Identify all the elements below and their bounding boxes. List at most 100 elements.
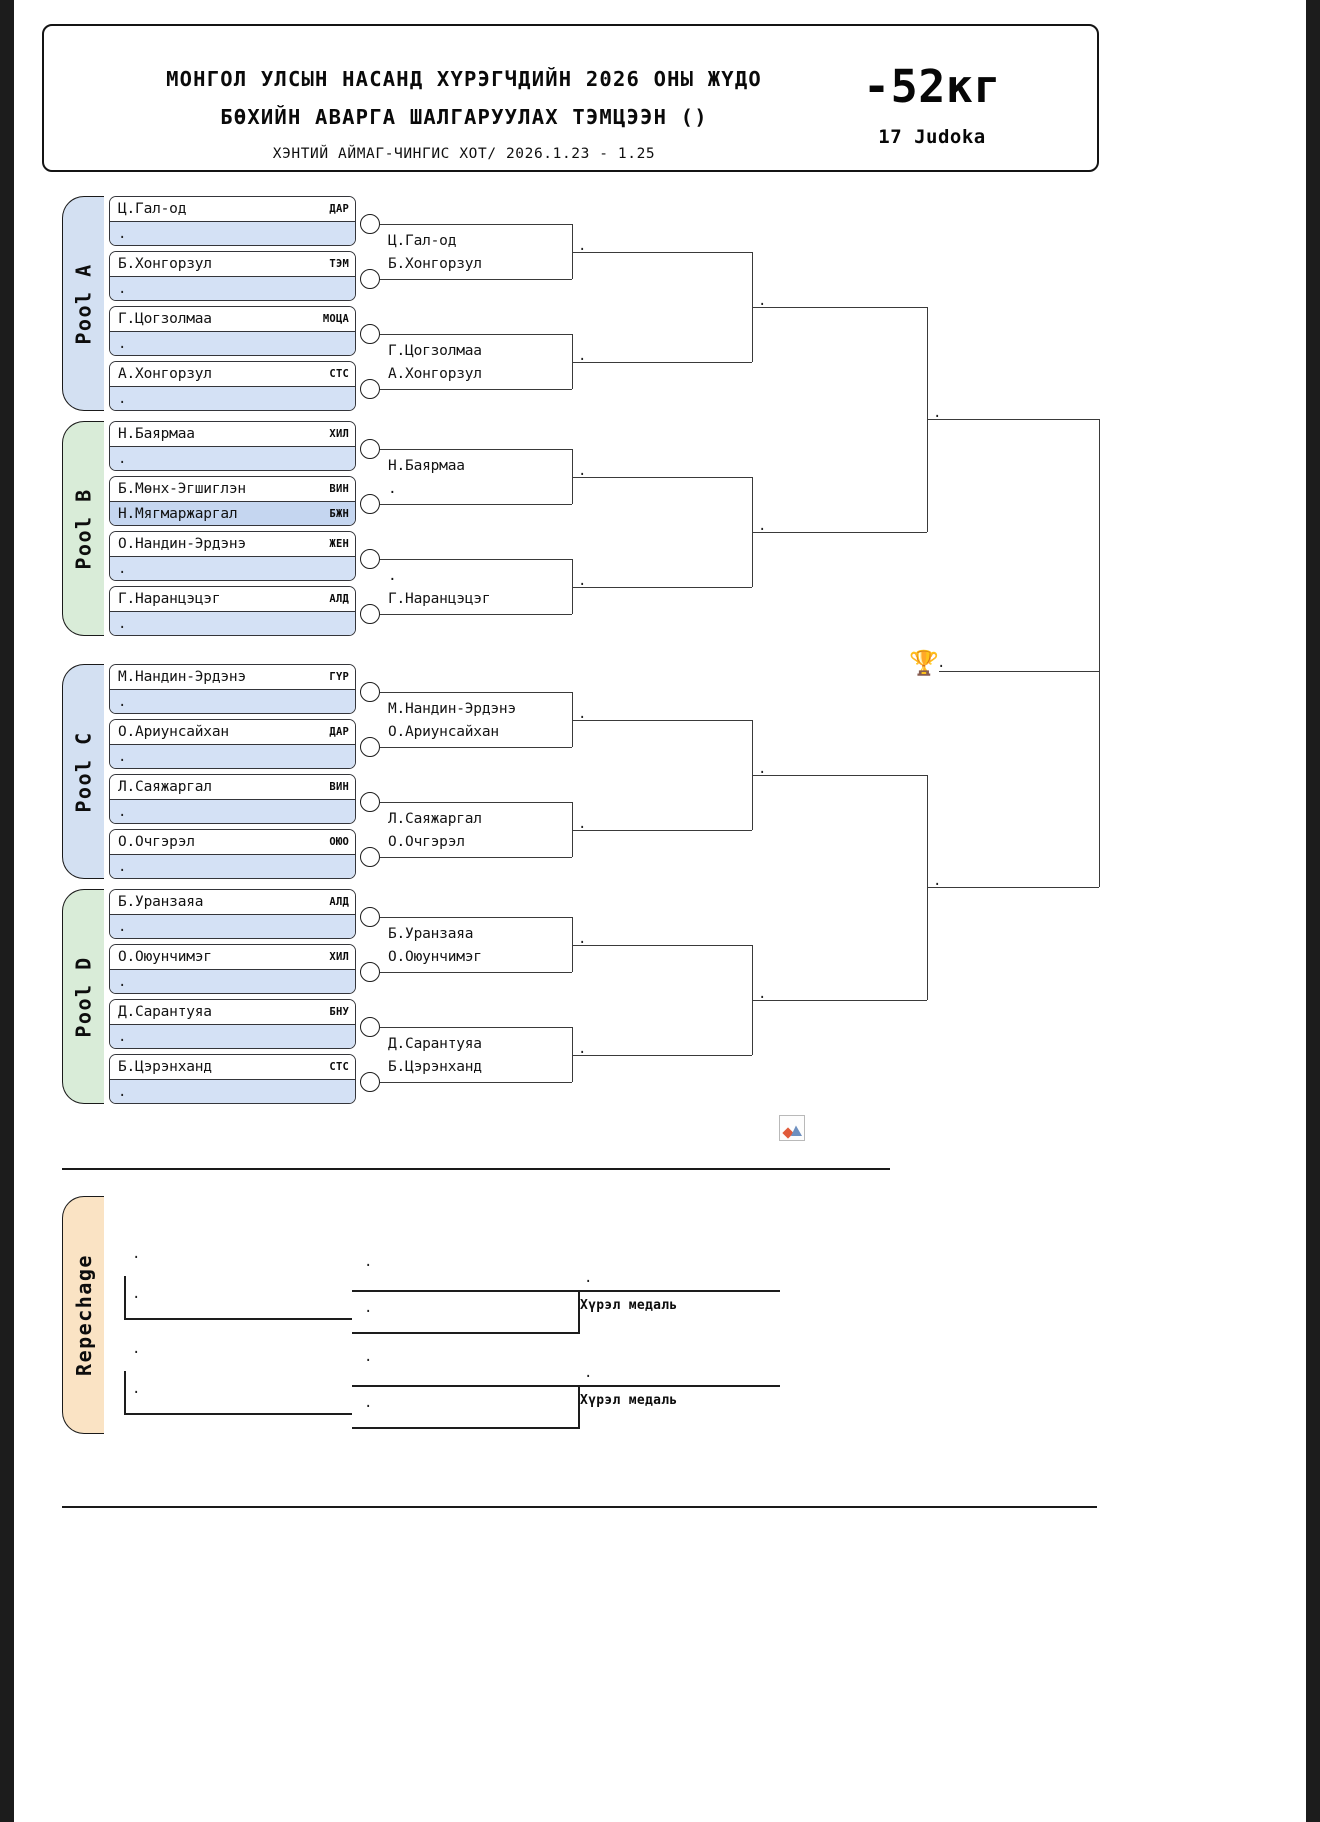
athlete-club-code: МОЦА <box>322 313 349 325</box>
score-placeholder: . <box>118 748 127 765</box>
final-result-top: . <box>933 405 942 421</box>
match-node[interactable] <box>360 907 380 927</box>
score-placeholder: . <box>118 335 127 352</box>
semifinal-result: . <box>758 517 767 534</box>
repechage-tab: Repechage <box>62 1196 104 1434</box>
score-placeholder: . <box>118 973 127 990</box>
tournament-title-line1: МОНГОЛ УЛСЫН НАСАНД ХҮРЭГЧДИЙН 2026 ОНЫ … <box>166 67 762 91</box>
semifinal-result: . <box>758 760 767 777</box>
score-placeholder: . <box>118 615 127 632</box>
match-node[interactable] <box>360 379 380 399</box>
pool-label: Pool D <box>71 955 96 1038</box>
score-placeholder: . <box>118 225 127 242</box>
round3-result: . <box>578 462 587 479</box>
match-node[interactable] <box>360 1017 380 1037</box>
athlete-secondary-row: . <box>110 1025 355 1048</box>
athlete-club-code: СТС <box>329 368 349 380</box>
round3-result: . <box>578 347 587 364</box>
match-node[interactable] <box>360 549 380 569</box>
round3-result: . <box>578 572 587 589</box>
round2-winner-bottom: О.Оюунчимэг <box>388 949 482 965</box>
match-node[interactable] <box>360 324 380 344</box>
athlete-club-code: БНУ <box>329 1006 349 1018</box>
repechage-box-mid[interactable] <box>352 1290 580 1334</box>
round2-winner-top: Н.Баярмаа <box>388 458 465 474</box>
bracket-line-h <box>572 944 752 946</box>
bracket-line-h <box>572 586 752 588</box>
round3-result: . <box>578 815 587 832</box>
semifinal-result: . <box>758 292 767 309</box>
bracket-line-h <box>380 972 572 973</box>
repechage-entry: . <box>364 1395 373 1411</box>
bracket-line-h <box>572 719 752 721</box>
match-node[interactable] <box>360 847 380 867</box>
athlete-club-code: ВИН <box>329 781 349 793</box>
round2-winner-top: М.Нандин-Эрдэнэ <box>388 701 516 717</box>
athlete-secondary-row: . <box>110 915 355 938</box>
repechage-entry: . <box>132 1286 141 1302</box>
repechage-entry: . <box>364 1254 373 1270</box>
athlete-name: А.Хонгорзул <box>118 366 212 382</box>
repechage-box-mid[interactable] <box>352 1385 580 1429</box>
round2-winner-bottom: О.Очгэрэл <box>388 834 465 850</box>
athlete-secondary-row: . <box>110 557 355 580</box>
bracket-line-h <box>572 251 752 253</box>
tournament-title-line2: БӨХИЙН АВАРГА ШАЛГАРУУЛАХ ТЭМЦЭЭН () <box>220 105 708 129</box>
athlete-name: Б.Цэрэнханд <box>118 1059 212 1075</box>
athlete-secondary-row: . <box>110 970 355 993</box>
athlete-secondary-row: . <box>110 447 355 470</box>
pool-label: Pool B <box>71 487 96 570</box>
bracket-line-h <box>380 1027 572 1028</box>
round2-winner-top: Ц.Гал-од <box>388 233 457 249</box>
round2-winner-bottom: О.Ариунсайхан <box>388 724 499 740</box>
match-node[interactable] <box>360 962 380 982</box>
bracket-line-h <box>752 774 927 776</box>
athlete-club-code: ДАР <box>329 726 349 738</box>
athlete-club-code: ТЭМ <box>329 258 349 270</box>
match-node[interactable] <box>360 214 380 234</box>
match-node[interactable] <box>360 682 380 702</box>
score-placeholder: . <box>118 1028 127 1045</box>
bracket-line-h <box>380 1082 572 1083</box>
match-node[interactable] <box>360 269 380 289</box>
round2-winner-bottom: А.Хонгорзул <box>388 366 482 382</box>
athlete-slot[interactable]: А.Хонгорзул СТС. <box>109 361 356 411</box>
pool-tab-pool-a: Pool A <box>62 196 104 411</box>
match-node[interactable] <box>360 604 380 624</box>
match-node[interactable] <box>360 1072 380 1092</box>
match-node[interactable] <box>360 792 380 812</box>
match-node[interactable] <box>360 439 380 459</box>
athlete-secondary-row: . <box>110 690 355 713</box>
match-node[interactable] <box>360 737 380 757</box>
bracket-line-h <box>572 361 752 363</box>
repechage-box-left[interactable] <box>124 1371 352 1415</box>
score-placeholder: . <box>118 918 127 935</box>
bracket-line-h <box>380 917 572 918</box>
athlete-name: О.Очгэрэл <box>118 834 195 850</box>
athlete-name: Б.Уранзаяа <box>118 894 204 910</box>
athlete-club-code: ХИЛ <box>329 428 349 440</box>
athlete-secondary-row: . <box>110 387 355 410</box>
repechage-box-left[interactable] <box>124 1276 352 1320</box>
match-node[interactable] <box>360 494 380 514</box>
athlete-club-code: ВИН <box>329 483 349 495</box>
repechage-label: Repechage <box>71 1254 96 1376</box>
